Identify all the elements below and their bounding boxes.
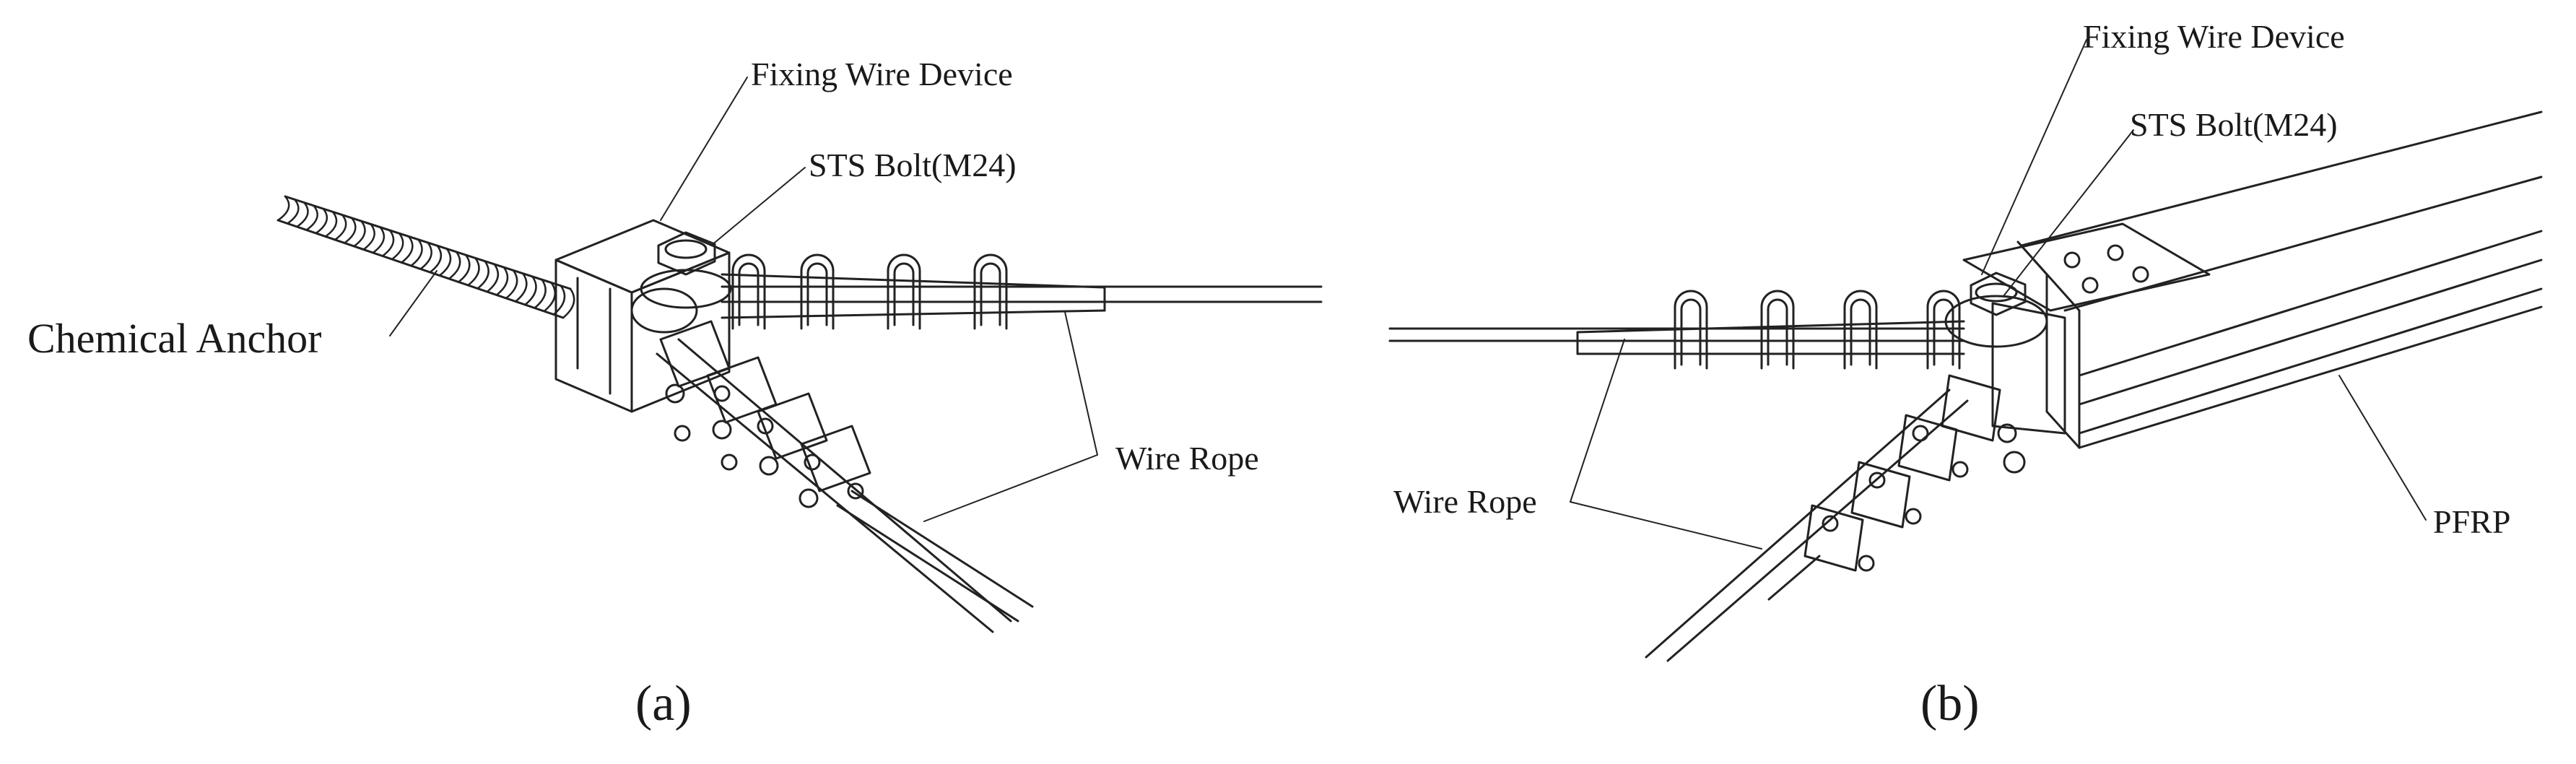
anchor-thread-ridge — [534, 278, 547, 309]
wire-clips-horizontal-b — [1674, 290, 1961, 370]
label-sts-bolt-b: STS Bolt(M24) — [2130, 106, 2338, 143]
caption-a: (a) — [635, 676, 692, 732]
anchor-thread-ridge — [562, 287, 575, 319]
panel-b-drawing — [1388, 39, 2543, 662]
anchor-thread-ridge — [410, 238, 423, 267]
label-pfrp: PFRP — [2433, 503, 2511, 540]
wire-clamps-diagonal-b — [1803, 374, 2026, 572]
wire-rope-diagonal-a — [656, 338, 1034, 633]
anchor-thread-ridge — [514, 272, 528, 303]
label-fixing-wire-device-a: Fixing Wire Device — [751, 56, 1013, 92]
anchor-thread-ridge — [391, 232, 404, 261]
label-sts-bolt-a: STS Bolt(M24) — [809, 147, 1017, 183]
anchor-thread-ridge — [467, 257, 480, 287]
sts-bolt-b — [1944, 272, 2048, 348]
anchor-thread-ridge — [315, 207, 328, 235]
label-wire-rope-a: Wire Rope — [1115, 440, 1259, 477]
wire-rope-horizontal-b — [1388, 320, 1965, 355]
panel-a-drawing — [277, 77, 1323, 633]
leader-lines-a — [389, 77, 1098, 522]
anchor-thread-ridge — [343, 217, 357, 244]
anchor-thread-ridge — [277, 195, 290, 222]
anchor-thread-ridge — [448, 251, 461, 280]
wire-clips-horizontal-a — [731, 253, 1008, 330]
anchor-thread-ridge — [286, 199, 300, 225]
label-wire-rope-b: Wire Rope — [1393, 483, 1537, 520]
sts-bolt-a — [630, 231, 732, 334]
anchor-thread-ridge — [429, 245, 443, 274]
anchor-thread-ridge — [324, 211, 338, 238]
anchor-thread-ridge — [477, 260, 489, 290]
mounting-plate-b — [1962, 222, 2211, 435]
anchor-thread-ridge — [362, 223, 375, 251]
anchor-thread-ridge — [353, 220, 366, 248]
anchor-thread-ridge — [400, 235, 414, 264]
anchor-thread-ridge — [543, 282, 557, 313]
pfrp-beam — [2016, 110, 2543, 449]
label-chemical-anchor: Chemical Anchor — [27, 315, 322, 362]
anchor-thread-ridge — [505, 269, 518, 300]
anchor-thread-ridge — [486, 263, 500, 293]
anchor-thread-ridge — [419, 241, 432, 270]
anchor-thread-ridge — [305, 204, 318, 231]
anchor-thread-ridge — [438, 248, 452, 277]
fixing-wire-device-a — [554, 219, 731, 413]
anchor-thread-ridge — [495, 266, 509, 296]
wire-rope-diagonal-b — [1645, 388, 1969, 662]
wire-clamps-diagonal-a — [659, 320, 871, 508]
caption-b: (b) — [1920, 676, 1980, 732]
anchor-thread-ridge — [334, 214, 347, 241]
anchor-thread-ridge — [457, 253, 471, 283]
leader-lines-b — [1570, 39, 2427, 550]
anchor-thread-ridge — [296, 201, 309, 228]
anchor-thread-ridge — [524, 275, 537, 306]
wire-rope-horizontal-a — [721, 273, 1323, 319]
chemical-anchor-rod — [277, 195, 575, 319]
anchor-thread-ridge — [372, 226, 386, 254]
anchor-thread-ridge — [381, 229, 395, 257]
label-fixing-wire-device-b: Fixing Wire Device — [2083, 18, 2345, 55]
